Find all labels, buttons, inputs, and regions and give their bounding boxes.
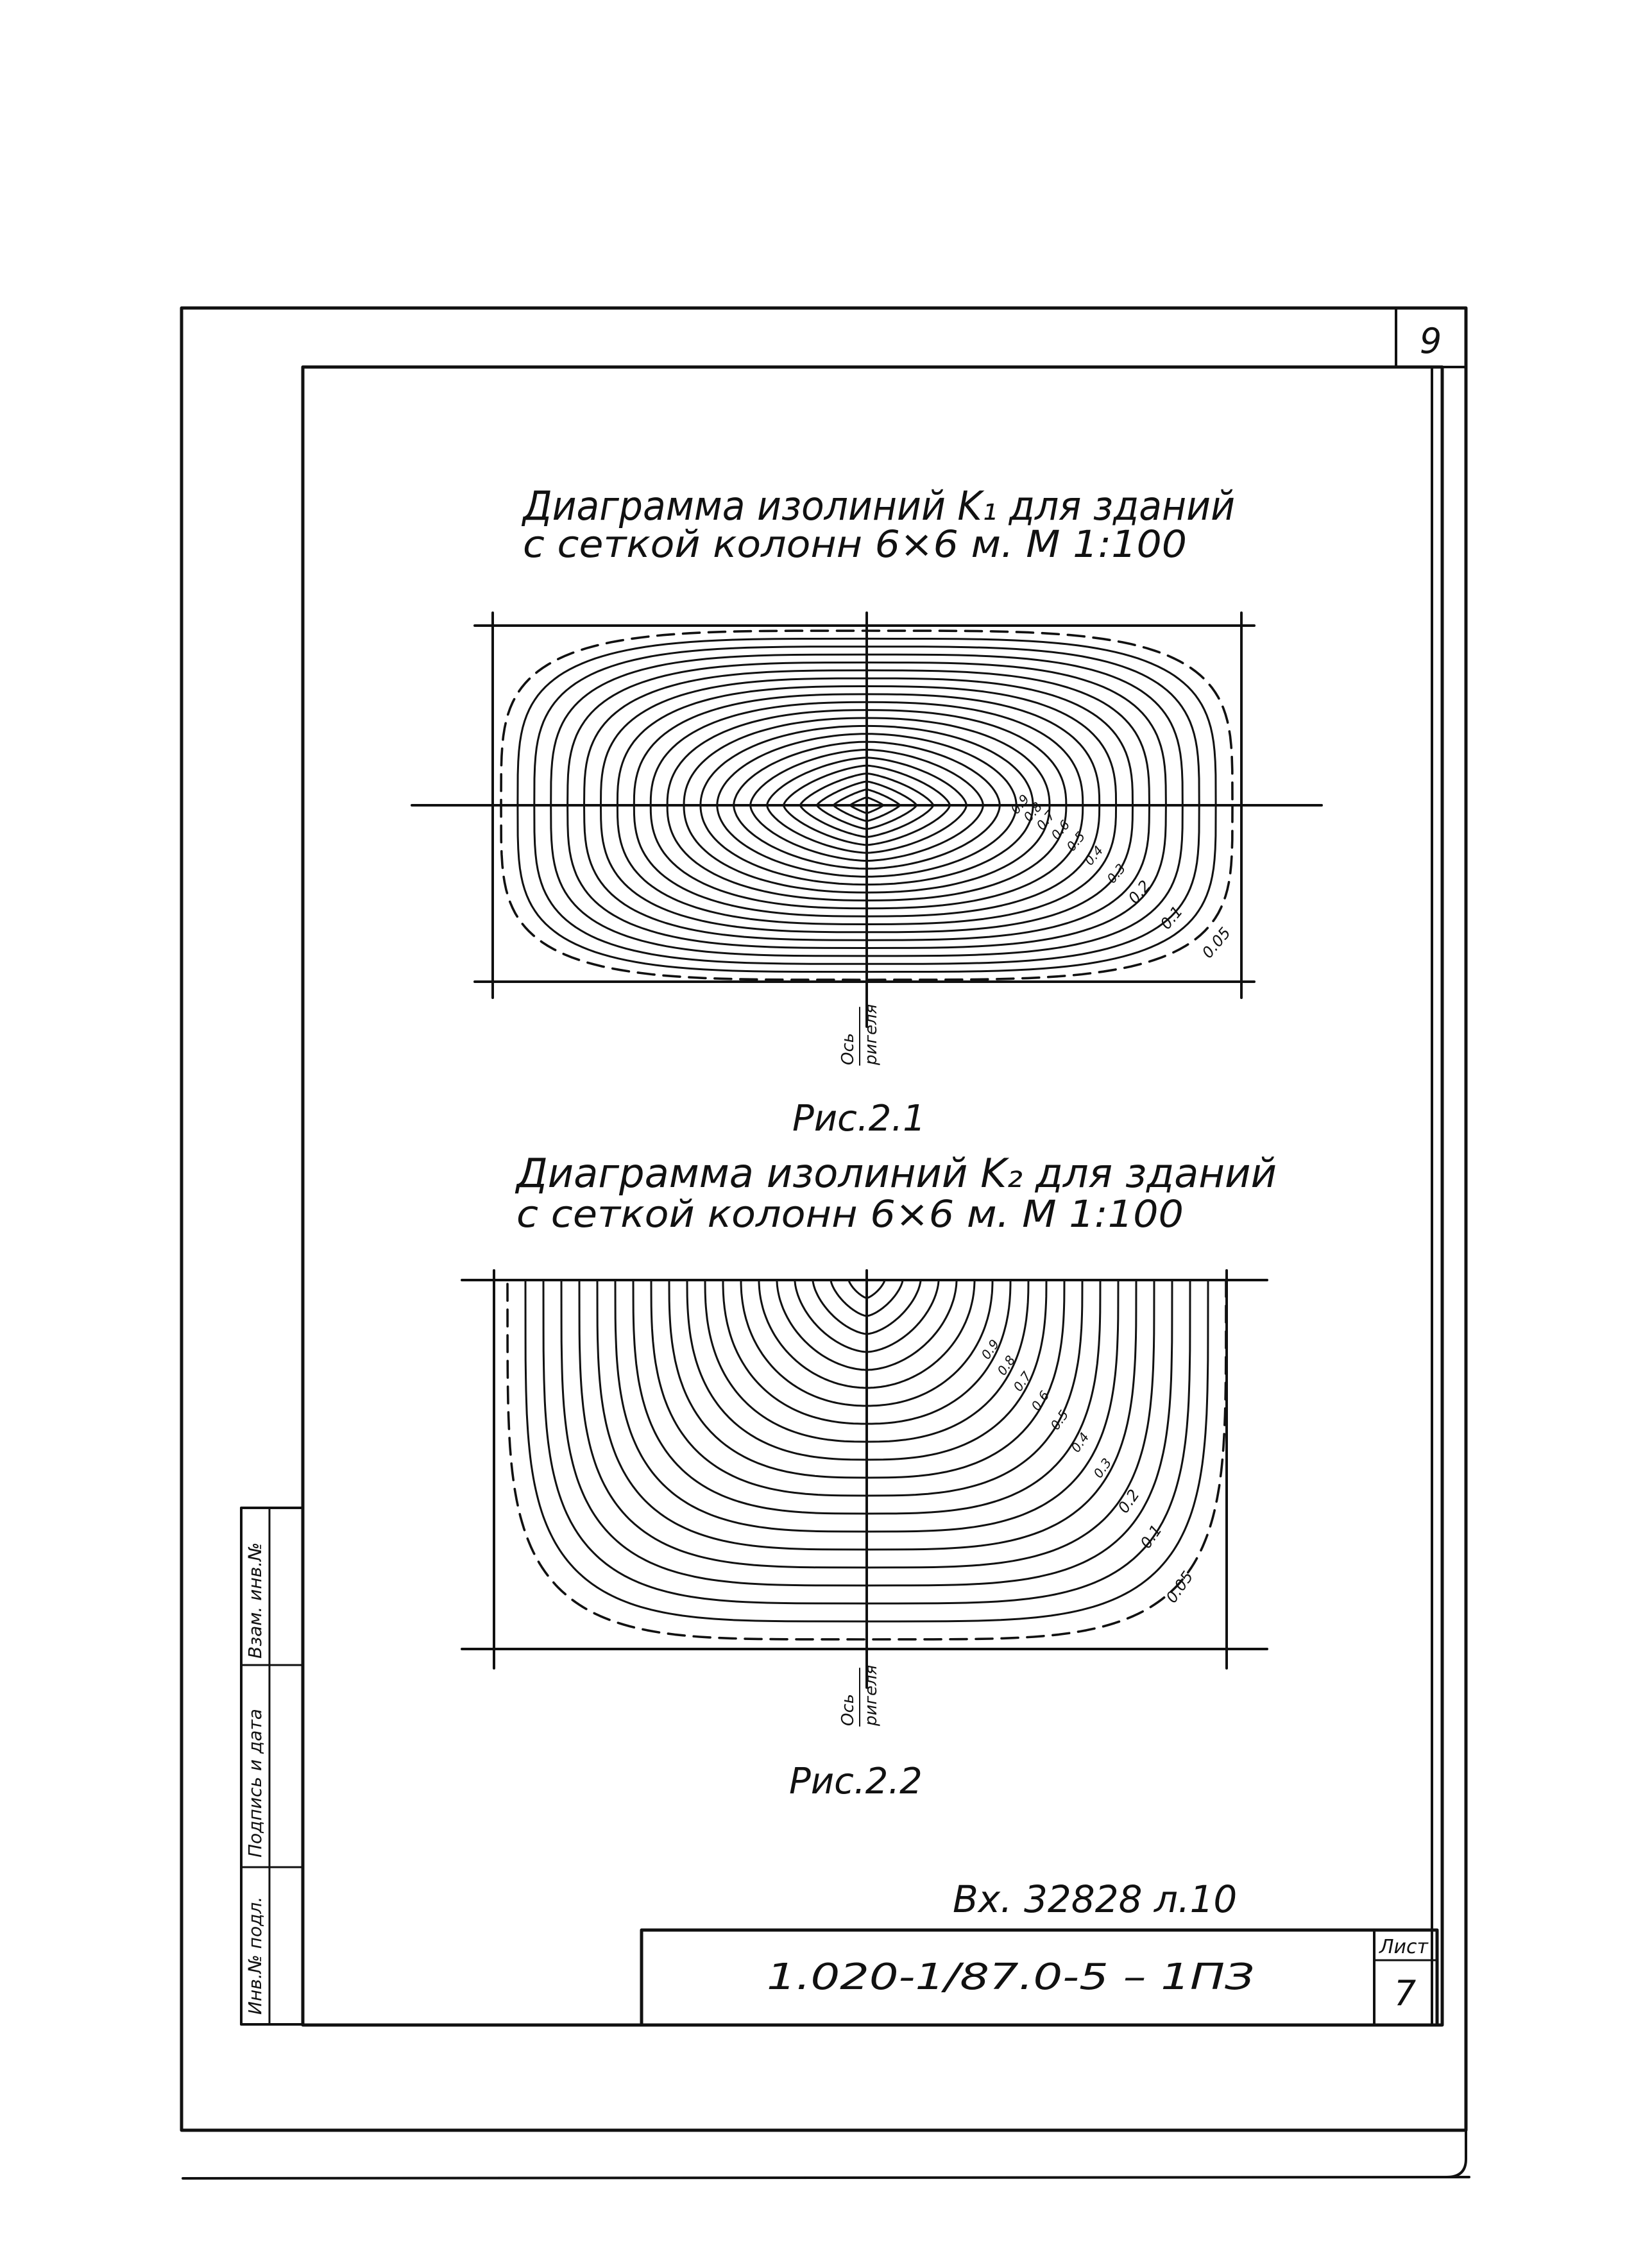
figure1-isoline (783, 764, 951, 846)
figure1-isoline (600, 677, 1134, 934)
figure2-isoline (524, 1279, 1209, 1623)
figure2-isoline (704, 1279, 1030, 1443)
title-block: Вх. 32828 л.10 Лист 7 1.020-1/87.0-5 – 1… (640, 1877, 1439, 2027)
figure1-isoline (832, 788, 901, 823)
figure2-isoline (506, 1279, 1227, 1641)
figure1-isoline (566, 662, 1167, 949)
figure2-isoline (632, 1279, 1102, 1515)
figure2-title-line2: с сеткой колонн 6×6 м. М 1:100 (516, 1192, 1184, 1236)
figure2-axis-label-top: Ось (839, 1694, 858, 1726)
sheet-number: 7 (1394, 1973, 1416, 2013)
figure1-isoline (716, 733, 1018, 878)
figure1-isoline (666, 709, 1068, 902)
figure1-isoline (799, 773, 935, 838)
outer-frame (180, 306, 1468, 2132)
figure2-contour-label: 0.2 (1114, 1486, 1143, 1516)
figure1-contour-label: 0.3 (1103, 860, 1128, 886)
side-stamp-cell-1: Инв.№ подл. (244, 1897, 266, 2015)
figure2-isoline (686, 1279, 1048, 1461)
figure1-title-line1: Диаграмма изолиний K₁ для зданий (521, 483, 1235, 529)
side-stamp-cell-2: Подпись и дата (244, 1709, 266, 1858)
figure2-isoline (740, 1279, 994, 1407)
drawing-designation: 1.020-1/87.0-5 – 1ПЗ (767, 1956, 1254, 1998)
side-stamp: Инв.№ подл. Подпись и дата Взам. инв.№ (240, 1507, 304, 2026)
figure2-isoline (812, 1279, 922, 1335)
figure2-isoline (650, 1279, 1084, 1497)
sheet-frames (180, 306, 1470, 2180)
figure1-isoline (766, 756, 967, 854)
figure1-isoline (699, 724, 1034, 886)
figure1-isoline (733, 740, 1001, 870)
figure1-caption: Рис.2.1 (792, 1098, 926, 1140)
figure2-isoline (776, 1279, 958, 1371)
figure2-contour-label: 0.9 (978, 1337, 1002, 1362)
figure2-isoline (830, 1279, 904, 1317)
page-number: 9 (1420, 321, 1442, 361)
figure2-contour-label: 0.7 (1010, 1369, 1034, 1394)
figure-2-1: Диаграмма изолиний K₁ для зданий с сетко… (411, 483, 1323, 1140)
figure1-axis-label-top: Ось (839, 1033, 858, 1065)
figure1-isoline (649, 701, 1084, 910)
side-stamp-cell-3: Взам. инв.№ (244, 1542, 266, 1659)
figure2-contour-label: 0.5 (1047, 1407, 1071, 1433)
figure2-axis-label-bottom: ригеля (862, 1665, 881, 1727)
figure2-isoline (614, 1279, 1120, 1533)
handwritten-note: Вх. 32828 л.10 (953, 1877, 1237, 1921)
figure2-isoline (578, 1279, 1155, 1569)
figure1-isoline (533, 645, 1200, 965)
figure1-isoline (516, 637, 1217, 973)
figure2-contour-label: 0.05 (1162, 1568, 1197, 1607)
figure2-isoline (542, 1279, 1191, 1605)
figure1-axes (411, 611, 1323, 1028)
figure2-isoline (668, 1279, 1066, 1479)
sheet-label: Лист (1379, 1936, 1429, 1958)
figure2-isolines (506, 1279, 1227, 1641)
figure1-isoline (616, 685, 1118, 925)
figure1-isoline (815, 780, 918, 830)
figure1-isoline (749, 749, 984, 862)
figure2-caption: Рис.2.2 (789, 1761, 923, 1802)
figure1-isoline (500, 629, 1234, 981)
bottom-cut-line (182, 2176, 1470, 2180)
figure2-isoline (758, 1279, 976, 1389)
figure2-title-line1: Диаграмма изолиний K₂ для зданий (515, 1150, 1277, 1197)
page-number-box: 9 (1395, 307, 1467, 368)
figure1-isolines (500, 629, 1234, 981)
figure2-contour-label: 0.8 (994, 1353, 1018, 1378)
figure2-isoline (794, 1279, 940, 1353)
figure2-isoline (596, 1279, 1137, 1551)
figure1-isoline (849, 796, 885, 814)
figure1-isoline (633, 693, 1101, 918)
figure-2-2: Диаграмма изолиний K₂ для зданий с сетко… (461, 1150, 1277, 1802)
figure1-isoline (550, 653, 1184, 957)
figure2-contour-label: 0.4 (1068, 1430, 1092, 1455)
bottom-right-curl (1445, 1474, 1467, 2178)
figure1-title-line2: с сеткой колонн 6×6 м. М 1:100 (523, 522, 1187, 566)
figure1-isoline (583, 669, 1150, 941)
figure2-isoline (560, 1279, 1173, 1587)
figure1-contour-label: 0.05 (1198, 924, 1234, 962)
figure2-contour-label: 0.3 (1090, 1455, 1114, 1481)
figure2-isoline (722, 1279, 1012, 1425)
figure1-contour-label: 0.2 (1125, 877, 1154, 907)
figure1-isoline (683, 717, 1051, 894)
figure2-isoline (847, 1279, 886, 1299)
figure1-axis-label-bottom: ригеля (862, 1004, 881, 1066)
